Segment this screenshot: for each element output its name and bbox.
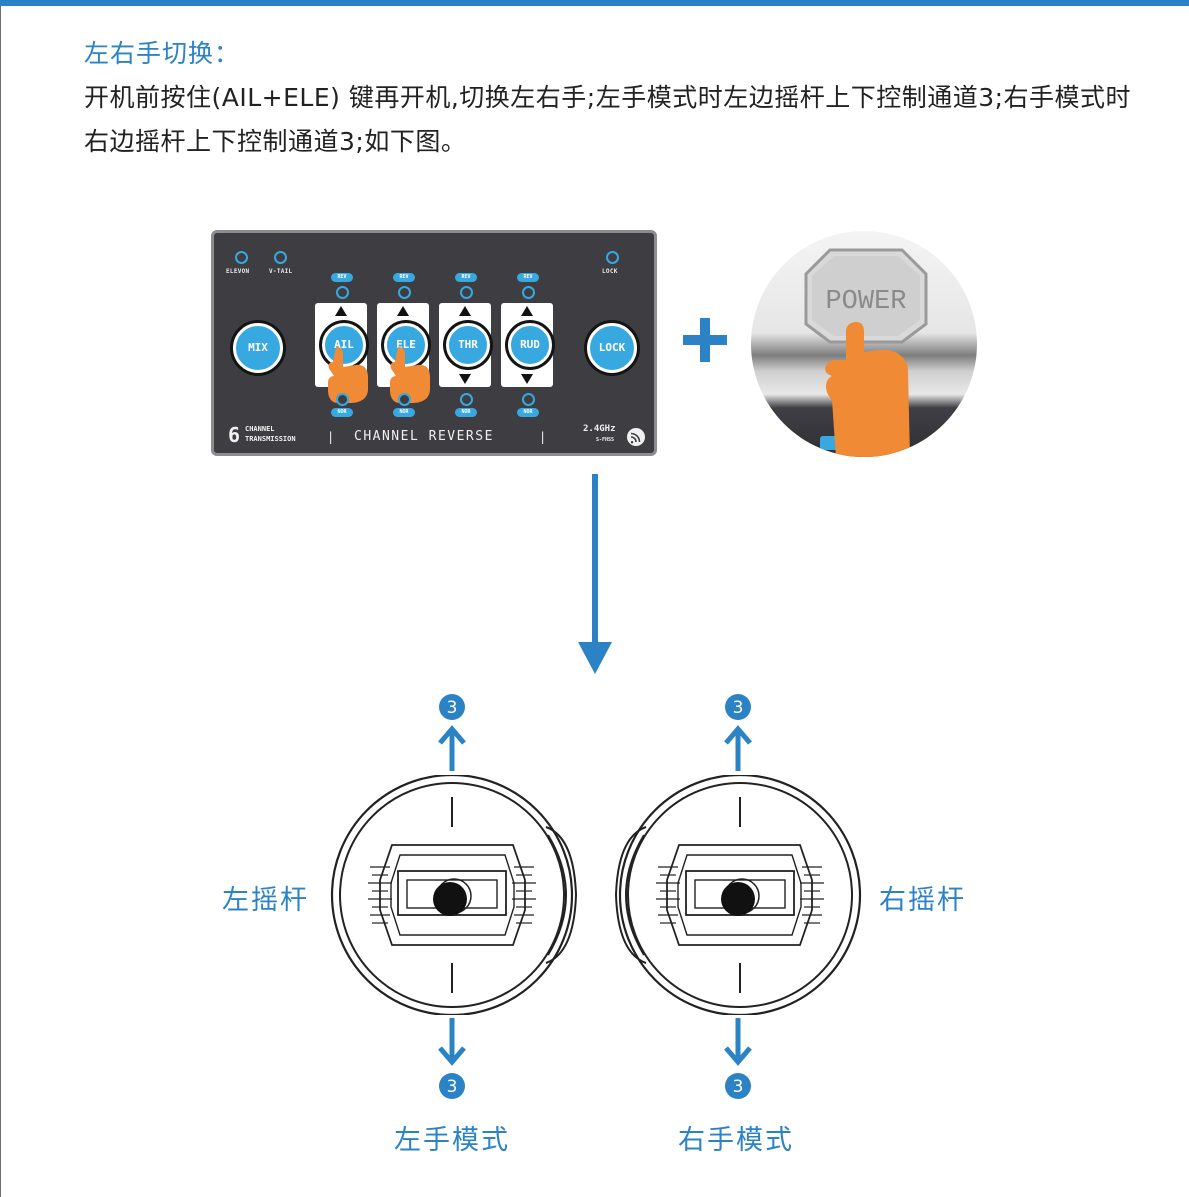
- right-stick-gimbal: [614, 775, 862, 1015]
- nor-led-thr: [460, 393, 473, 406]
- channel-word: CHANNEL: [245, 425, 275, 433]
- rev-led-thr: [460, 286, 473, 299]
- down-arrow-rud-icon: [521, 374, 533, 384]
- ele-button[interactable]: ELE: [384, 323, 428, 367]
- left-up-channel3-indicator: 3: [438, 694, 466, 771]
- up-arrow-ele-icon: [397, 306, 409, 316]
- up-arrow-thr-icon: [459, 306, 471, 316]
- vtail-label: V-TAIL: [269, 268, 293, 275]
- wireless-signal-icon: [627, 428, 645, 446]
- rev-pill-ele: REV: [393, 273, 415, 282]
- left-down-badge-number: 3: [447, 1077, 458, 1097]
- frequency-label: 2.4GHz: [583, 424, 616, 434]
- nor-pill-ail: NOR: [331, 408, 353, 417]
- transmitter-panel: ELEVON V-TAIL LOCK REV REV REV REV MIX A…: [211, 230, 657, 456]
- right-up-badge-number: 3: [733, 698, 744, 718]
- power-button-photo: POWER: [751, 231, 977, 457]
- left-hand-mode-label: 左手模式: [394, 1125, 510, 1156]
- elevon-led: [235, 251, 248, 264]
- thr-button[interactable]: THR: [446, 323, 490, 367]
- footer-sep-right: |: [539, 430, 547, 444]
- vtail-led: [274, 251, 287, 264]
- section-heading: 左右手切换：: [84, 39, 241, 68]
- rev-led-rud: [522, 286, 535, 299]
- rev-pill-ail: REV: [331, 273, 353, 282]
- nor-led-ele: [398, 393, 411, 406]
- instruction-text: 开机前按住(AIL+ELE) 键再开机,切换左右手;左手模式时左边摇杆上下控制通…: [84, 83, 1132, 156]
- up-arrow-rud-icon: [521, 306, 533, 316]
- lock-button[interactable]: LOCK: [587, 323, 637, 373]
- rev-led-ail: [336, 286, 349, 299]
- nor-pill-thr: NOR: [455, 408, 477, 417]
- lock-label: LOCK: [602, 268, 618, 275]
- right-hand-mode-label: 右手模式: [678, 1125, 794, 1156]
- rev-pill-thr: REV: [455, 273, 477, 282]
- elevon-label: ELEVON: [226, 268, 250, 275]
- channel-count: 6: [228, 423, 241, 447]
- finger-press-ail-icon: [328, 347, 368, 403]
- right-down-badge-number: 3: [733, 1077, 744, 1097]
- fhss-label: S-FHSS: [596, 437, 615, 443]
- top-accent-bar: [0, 0, 1189, 6]
- power-label: POWER: [825, 287, 906, 317]
- transmission-word: TRANSMISSION: [245, 435, 296, 443]
- rev-pill-rud: REV: [517, 273, 539, 282]
- left-stick-gimbal: [330, 775, 578, 1015]
- left-border-line: [0, 6, 1, 1197]
- plus-icon: [683, 318, 727, 362]
- finger-press-ele-icon: [390, 347, 430, 403]
- right-stick-label: 右摇杆: [879, 885, 966, 916]
- left-down-channel3-indicator: 3: [438, 1018, 466, 1099]
- rud-button[interactable]: RUD: [508, 323, 552, 367]
- channel-reverse-label: CHANNEL REVERSE: [354, 429, 494, 444]
- down-arrow-thr-icon: [459, 374, 471, 384]
- lock-led: [606, 251, 619, 264]
- up-arrow-ail-icon: [335, 306, 347, 316]
- nor-pill-rud: NOR: [517, 408, 539, 417]
- rev-led-ele: [398, 286, 411, 299]
- left-stick-label: 左摇杆: [222, 885, 309, 916]
- mix-button[interactable]: MIX: [233, 323, 283, 373]
- left-up-badge-number: 3: [447, 698, 458, 718]
- flow-down-arrow-icon: [578, 474, 612, 674]
- nor-pill-ele: NOR: [393, 408, 415, 417]
- right-down-channel3-indicator: 3: [724, 1018, 752, 1099]
- right-up-channel3-indicator: 3: [724, 694, 752, 771]
- nor-led-ail: [336, 393, 349, 406]
- nor-led-rud: [522, 393, 535, 406]
- footer-sep-left: |: [327, 430, 335, 444]
